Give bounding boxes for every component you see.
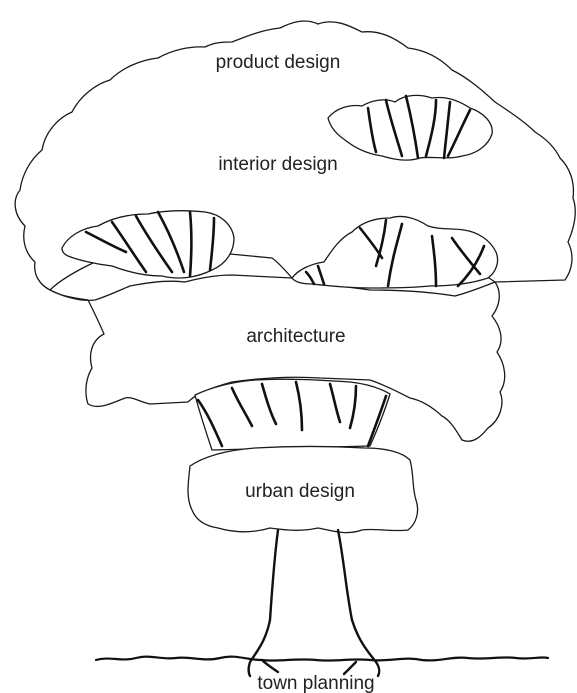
branch-r-3 bbox=[358, 226, 384, 260]
branch-l-3 bbox=[134, 214, 174, 274]
label-town-planning: town planning bbox=[257, 673, 374, 693]
canopy-urban-outline bbox=[187, 445, 419, 534]
branch-ur-6 bbox=[446, 108, 472, 158]
architecture-trunk-outline bbox=[194, 378, 391, 451]
label-interior-design: interior design bbox=[218, 154, 337, 175]
branch-a-4 bbox=[294, 380, 304, 432]
branch-r-4 bbox=[374, 218, 388, 268]
branch-a-7 bbox=[366, 394, 388, 448]
branch-ur-2 bbox=[384, 98, 404, 158]
label-product-design: product design bbox=[216, 52, 341, 73]
ground-line bbox=[94, 655, 550, 662]
branch-l-5 bbox=[188, 210, 193, 278]
branch-a-2 bbox=[230, 386, 254, 428]
branch-r-5 bbox=[386, 222, 404, 288]
trunk-right bbox=[336, 528, 381, 678]
branch-a-5 bbox=[328, 382, 342, 424]
root-right bbox=[342, 660, 358, 676]
branch-ur-1 bbox=[366, 106, 378, 154]
label-urban-design: urban design bbox=[245, 481, 355, 502]
branch-ur-4 bbox=[424, 98, 438, 158]
branch-ur-3 bbox=[404, 94, 420, 160]
branch-a-6 bbox=[348, 384, 358, 430]
branch-l-1 bbox=[84, 230, 128, 254]
branch-a-1 bbox=[196, 398, 224, 448]
branch-r-8 bbox=[456, 244, 486, 288]
branch-r-7 bbox=[450, 236, 482, 276]
branch-a-3 bbox=[260, 382, 278, 426]
branch-l-6 bbox=[208, 216, 216, 272]
branch-ur-5 bbox=[442, 100, 452, 160]
branch-r-6 bbox=[430, 234, 438, 288]
label-architecture: architecture bbox=[246, 326, 345, 347]
canopy-middle-outline bbox=[49, 274, 506, 442]
branch-r-1 bbox=[304, 270, 316, 286]
root-left bbox=[260, 658, 280, 674]
branch-l-2 bbox=[110, 220, 148, 274]
trunk-left bbox=[247, 528, 280, 678]
branch-r-2 bbox=[316, 264, 326, 286]
branch-l-4 bbox=[156, 210, 186, 274]
